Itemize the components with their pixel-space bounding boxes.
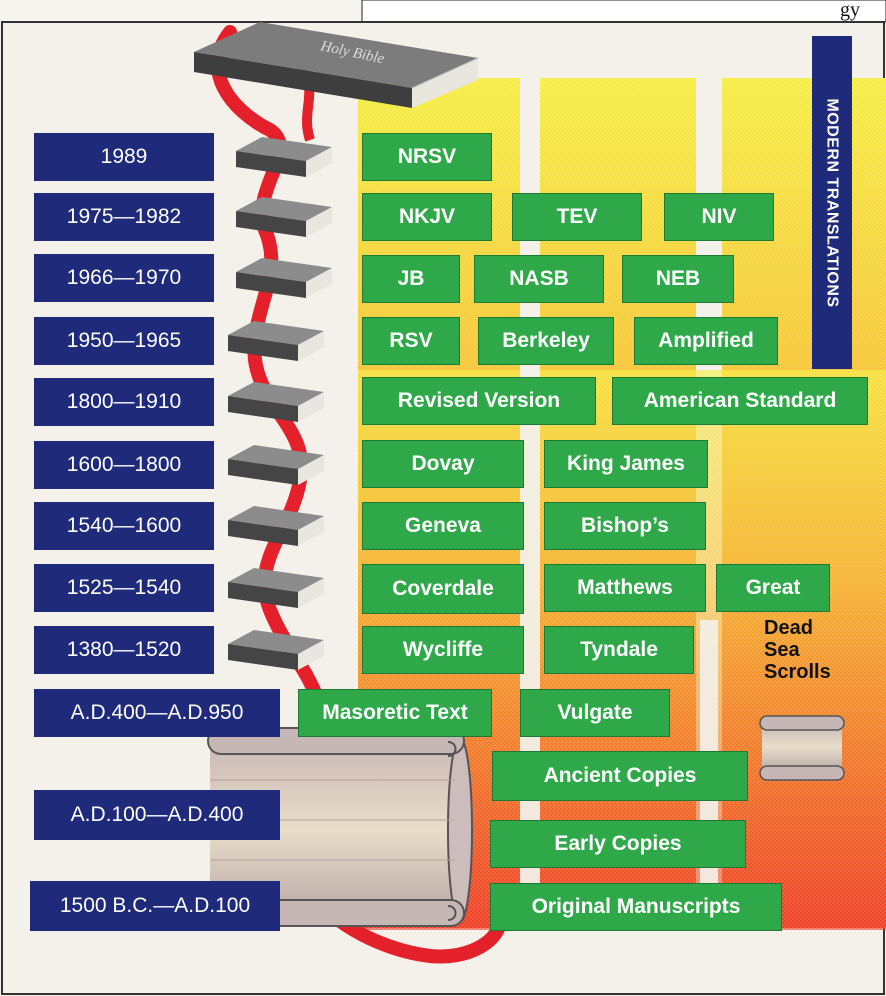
date-label: 1800—1910 [34,378,214,426]
date-label: 1966—1970 [34,254,214,302]
date-label: 1540—1600 [34,502,214,550]
version-dovay: Dovay [362,440,524,488]
date-label: 1525—1540 [34,564,214,612]
date-label: 1989 [34,133,214,181]
version-geneva: Geneva [362,502,524,550]
small-book-icon [228,630,324,670]
version-berkeley: Berkeley [478,317,614,365]
dead-sea-scrolls-label: Dead Sea Scrolls [764,617,831,683]
small-book-icon [228,382,324,422]
small-book-icon [228,445,324,485]
date-label: 1500 B.C.—A.D.100 [30,881,280,931]
version-nkjv: NKJV [362,193,492,241]
version-original-manuscripts: Original Manuscripts [490,883,782,931]
version-coverdale: Coverdale [362,564,524,614]
version-early-copies: Early Copies [490,820,746,868]
version-rsv: RSV [362,317,460,365]
date-label: A.D.400—A.D.950 [34,689,280,737]
header-text: gy [840,0,860,21]
version-masoretic: Masoretic Text [298,689,492,737]
dead-sea-line-3: Scrolls [764,661,831,683]
version-great: Great [716,564,830,612]
version-amplified: Amplified [634,317,778,365]
version-king-james: King James [544,440,708,488]
date-label: 1950—1965 [34,317,214,365]
small-book-icon [236,197,332,237]
small-book-icon [228,321,324,361]
small-book-icon [228,506,324,546]
date-label: 1975—1982 [34,193,214,241]
small-book-icon [236,258,332,298]
date-label: 1600—1800 [34,441,214,489]
version-revised: Revised Version [362,377,596,425]
small-book-icon [228,568,324,608]
dead-sea-scroll-icon [759,715,845,781]
version-jb: JB [362,255,460,303]
version-vulgate: Vulgate [520,689,670,737]
holy-bible-book-icon: Holy Bible [194,22,479,108]
date-label: 1380—1520 [34,626,214,674]
small-book-icon [236,137,332,177]
version-bishops: Bishop’s [544,502,706,550]
version-tyndale: Tyndale [544,626,694,674]
version-wycliffe: Wycliffe [362,626,524,674]
version-matthews: Matthews [544,564,706,612]
version-ancient-copies: Ancient Copies [492,751,748,801]
date-label: A.D.100—A.D.400 [34,790,280,840]
version-neb: NEB [622,255,734,303]
dead-sea-line-1: Dead [764,617,813,639]
version-niv: NIV [664,193,774,241]
version-tev: TEV [512,193,642,241]
version-nasb: NASB [474,255,604,303]
modern-translations-text: MODERN TRANSLATIONS [824,97,842,308]
version-nrsv: NRSV [362,133,492,181]
dead-sea-line-2: Sea [764,639,800,661]
small-book-icons [228,137,332,670]
version-american-standard: American Standard [612,377,868,425]
modern-translations-label: MODERN TRANSLATIONS [812,36,852,369]
